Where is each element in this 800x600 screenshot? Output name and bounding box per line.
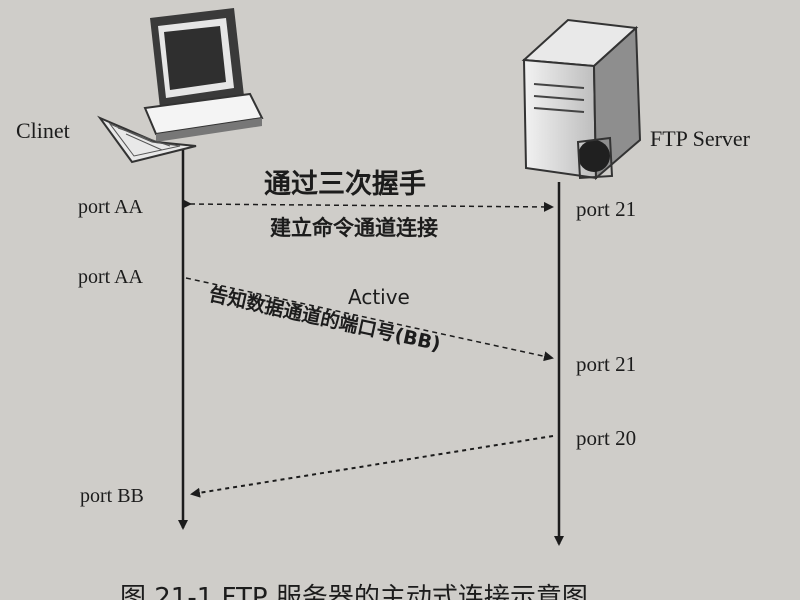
active-mode-label: Active — [348, 285, 410, 309]
ftp-server-icon — [521, 18, 642, 181]
client-computer-icon — [97, 8, 264, 164]
client-cmd-port-2: port AA — [78, 266, 144, 288]
handshake-title: 通过三次握手 — [264, 169, 426, 200]
handshake-arrow — [181, 198, 554, 212]
server-data-port: port 20 — [576, 426, 636, 450]
client-cmd-port-1: port AA — [78, 196, 144, 218]
client-label: Clinet — [16, 118, 70, 143]
server-cmd-port-2: port 21 — [576, 352, 636, 376]
server-cmd-port-1: port 21 — [576, 197, 636, 221]
client-data-port: port BB — [80, 485, 144, 507]
server-label: FTP Server — [650, 126, 751, 151]
figure-caption: 图 21-1 FTP 服务器的主动式连接示意图 — [120, 583, 588, 600]
handshake-subtitle: 建立命令通道连接 — [270, 216, 438, 240]
data-connection-arrow — [190, 435, 554, 498]
